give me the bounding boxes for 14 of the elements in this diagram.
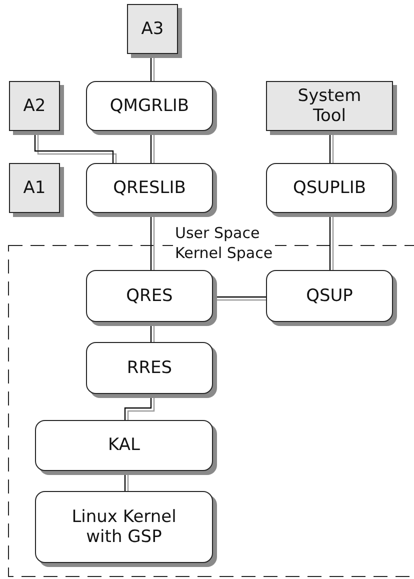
box-label: KAL bbox=[108, 435, 140, 456]
region-label: Kernel Space bbox=[173, 245, 275, 262]
box-label: QSUPLIB bbox=[292, 178, 366, 198]
box-label: QRESLIB bbox=[113, 178, 186, 198]
box-label: QRES bbox=[126, 286, 173, 306]
region-label: User Space bbox=[173, 225, 262, 242]
box-label: System Tool bbox=[296, 86, 362, 126]
box-label: RRES bbox=[126, 358, 172, 378]
box-label: A3 bbox=[141, 18, 164, 40]
box-label: A1 bbox=[23, 178, 46, 198]
box-label: Linux Kernel with GSP bbox=[70, 506, 178, 548]
box-label: QSUP bbox=[306, 286, 353, 306]
box-label: A2 bbox=[23, 96, 46, 116]
box-label: QMGRLIB bbox=[110, 96, 190, 116]
